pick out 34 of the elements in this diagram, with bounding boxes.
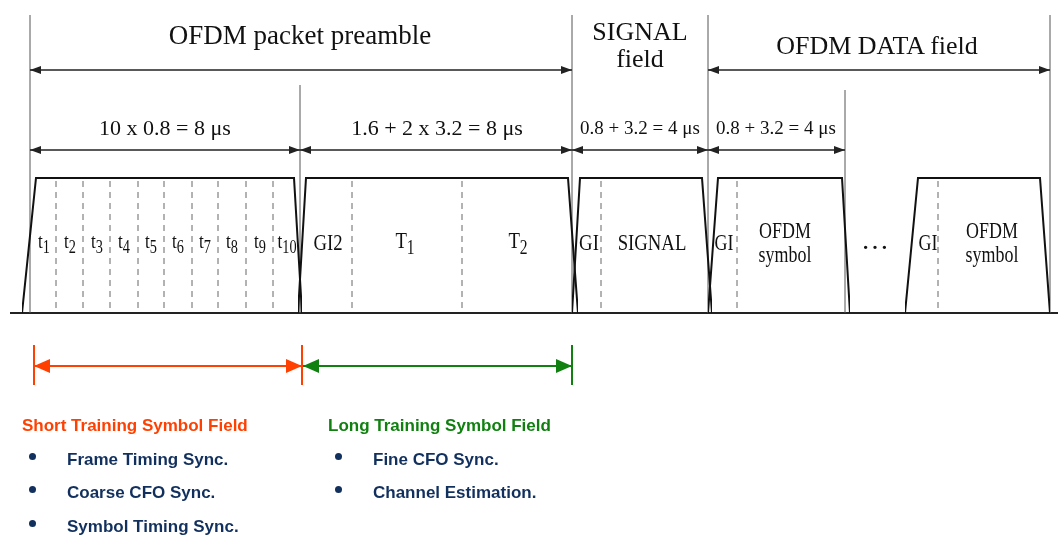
segment-label: t$_{9}$: [254, 228, 266, 258]
segment-label: OFDM symbol: [965, 218, 1019, 268]
duration-label: 1.6 + 2 x 3.2 = 8 μs: [351, 116, 523, 140]
field-title: SIGNAL field: [591, 17, 689, 73]
segment-label: T$_{2}$: [508, 228, 528, 258]
bullet-item: Coarse CFO Sync.: [27, 483, 216, 503]
segment-label: GI: [918, 230, 938, 256]
segment-label: t$_{10}$: [277, 228, 297, 258]
segment-label: t$_{2}$: [64, 228, 76, 258]
segment-label: t$_{8}$: [226, 228, 238, 258]
duration-label: 0.8 + 3.2 = 4 μs: [580, 118, 700, 138]
duration-label: 10 x 0.8 = 8 μs: [99, 116, 231, 140]
bullet-item: Frame Timing Sync.: [27, 450, 229, 470]
field-title: OFDM packet preamble: [167, 20, 433, 50]
segment-label: t$_{6}$: [172, 228, 184, 258]
bullet-item: Symbol Timing Sync.: [27, 517, 239, 537]
segment-label: t$_{4}$: [118, 228, 130, 258]
segment-label: SIGNAL: [617, 230, 687, 256]
section-heading: Short Training Symbol Field: [22, 416, 248, 436]
segment-label: t$_{3}$: [91, 228, 103, 258]
bullet-item: Fine CFO Sync.: [333, 450, 499, 470]
duration-label: 0.8 + 3.2 = 4 μs: [716, 118, 836, 138]
segment-label: t$_{7}$: [199, 228, 211, 258]
field-title: OFDM DATA field: [775, 32, 979, 60]
segment-label: GI2: [313, 230, 343, 256]
bullet-item: Channel Estimation.: [333, 483, 537, 503]
segment-label: OFDM symbol: [758, 218, 812, 268]
segment-label: GI: [579, 230, 599, 256]
section-heading: Long Training Symbol Field: [328, 416, 551, 436]
segment-label: GI: [714, 230, 734, 256]
ellipsis: …: [861, 225, 891, 255]
segment-label: t$_{1}$: [38, 228, 50, 258]
segment-label: t$_{5}$: [145, 228, 157, 258]
segment-label: T$_{1}$: [395, 228, 415, 258]
